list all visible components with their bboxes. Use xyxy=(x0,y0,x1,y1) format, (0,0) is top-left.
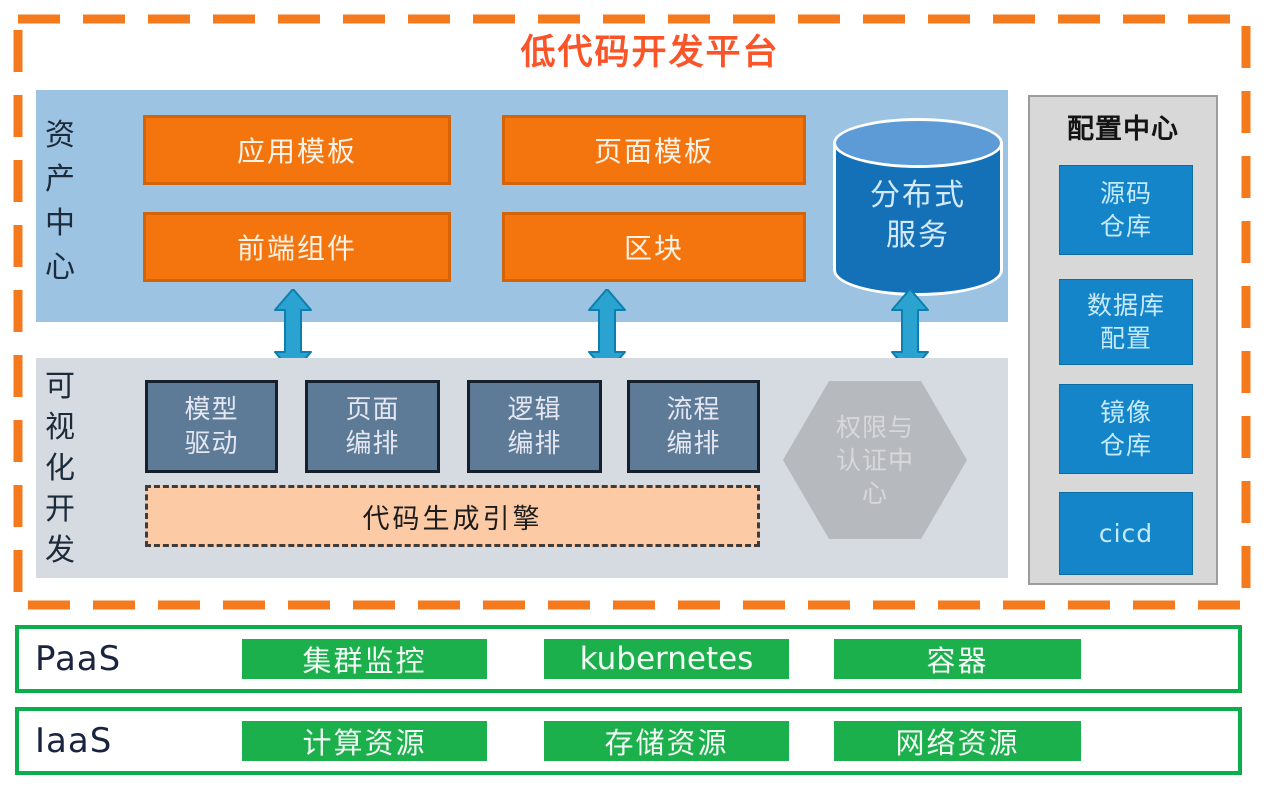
paas-label: PaaS xyxy=(35,639,122,679)
double-arrow-icon xyxy=(588,289,626,373)
box-page-template: 页面模板 xyxy=(502,115,817,196)
iaas-item-compute: 计算资源 xyxy=(242,721,487,761)
auth-center-hexagon: 权限与 认证中 心 xyxy=(783,381,967,539)
visual-dev-label: 可视化开发 xyxy=(45,369,75,568)
box-flow-orchestration: 流程 编排 xyxy=(627,380,760,473)
box-model-driven: 模型 驱动 xyxy=(145,380,278,473)
paas-item-kubernetes: kubernetes xyxy=(544,639,789,679)
config-item-source-repo: 源码 仓库 xyxy=(1059,165,1193,255)
box-logic-orchestration: 逻辑 编排 xyxy=(467,380,602,473)
paas-item-cluster-monitor: 集群监控 xyxy=(242,639,487,679)
paas-item-container: 容器 xyxy=(834,639,1081,679)
box-block: 区块 xyxy=(502,212,817,293)
box-frontend-component: 前端组件 xyxy=(143,212,462,293)
distributed-service-label: 分布式 服务 xyxy=(870,178,966,253)
iaas-item-network: 网络资源 xyxy=(834,721,1081,761)
distributed-service-cylinder: 分布式 服务 xyxy=(833,118,1003,296)
config-item-cicd: cicd xyxy=(1059,492,1193,575)
config-center-title: 配置中心 xyxy=(1067,114,1179,145)
iaas-label: IaaS xyxy=(35,721,113,761)
box-page-orchestration: 页面 编排 xyxy=(305,380,440,473)
paas-row: PaaS 集群监控 kubernetes 容器 xyxy=(15,625,1242,693)
box-app-template: 应用模板 xyxy=(143,115,462,196)
iaas-row: IaaS 计算资源 存储资源 网络资源 xyxy=(15,707,1242,775)
config-item-db-config: 数据库 配置 xyxy=(1059,279,1193,365)
double-arrow-icon xyxy=(891,289,929,373)
asset-center-label: 资产中心 xyxy=(45,118,75,285)
iaas-item-storage: 存储资源 xyxy=(544,721,789,761)
config-center-panel: 配置中心 源码 仓库 数据库 配置 镜像 仓库 cicd xyxy=(1028,95,1218,585)
code-gen-engine-box: 代码生成引擎 xyxy=(145,485,760,547)
platform-boundary xyxy=(13,14,1251,610)
page-title: 低代码开发平台 xyxy=(520,33,780,73)
config-item-image-repo: 镜像 仓库 xyxy=(1059,384,1193,474)
cylinder-top xyxy=(833,118,1003,168)
double-arrow-icon xyxy=(274,289,312,373)
